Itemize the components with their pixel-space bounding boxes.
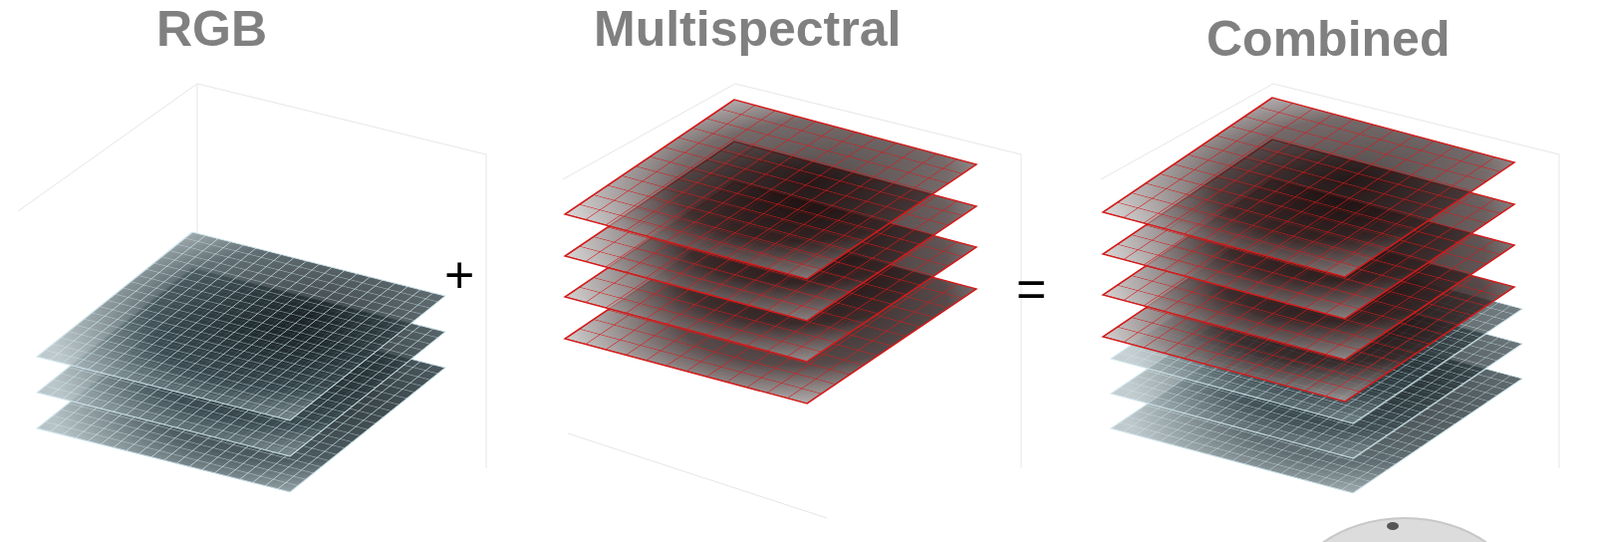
multispectral-layer — [1102, 97, 1515, 277]
operator-symbol: + — [444, 247, 475, 304]
multispectral-layer — [564, 99, 977, 279]
rgb-layer — [36, 232, 446, 421]
panel-title: RGB — [156, 1, 267, 57]
sample-disc — [1280, 518, 1530, 542]
panel-title: Multispectral — [593, 1, 901, 57]
panel-title: Combined — [1206, 11, 1450, 67]
operator-symbol: = — [1016, 261, 1047, 318]
frame-lines — [17, 83, 1560, 519]
